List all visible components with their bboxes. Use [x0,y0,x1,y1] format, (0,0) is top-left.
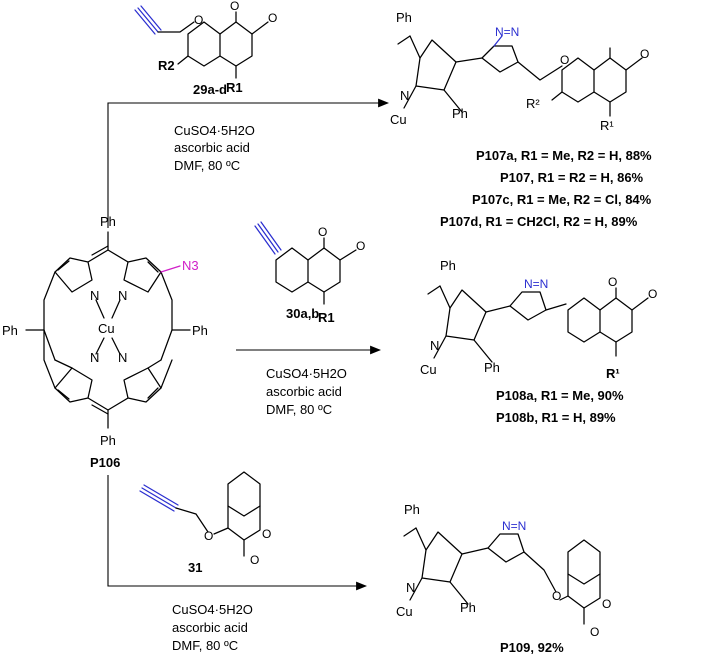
p106-n2: N [118,288,127,303]
p108-cu: Cu [420,362,437,377]
p107-entry-4: P107d, R1 = CH2Cl, R2 = H, 89% [440,214,638,229]
cond3-line3: DMF, 80 ºC [172,638,238,653]
reagent-31-structure [139,471,261,557]
p107-r1: R¹ [600,118,614,133]
reagent-30-structure [254,221,357,305]
p109-o2: O [602,597,611,611]
cond1-line1: CuSO4·5H2O [174,123,255,138]
reagent-29-r2: R2 [158,58,175,73]
p106-azide: N3 [182,258,199,273]
p108-entry-2: P108b, R1 = H, 89% [496,410,616,425]
reagent-29-o2: O [230,0,239,13]
porphyrin-p106 [25,231,191,429]
reagent-31-o1: O [204,529,213,543]
reagent-29-o1: O [194,13,203,27]
arrow-to-p107 [107,98,390,228]
reagent-29-o3: O [268,11,277,25]
p106-ph-bottom: Ph [100,433,116,448]
p109-n: N [406,580,415,595]
reagent-31-o3: O [250,553,259,567]
reagent-30-r1: R1 [318,310,335,325]
p108-o2: O [648,287,657,301]
p109-o3: O [590,625,599,639]
reagent-31-label: 31 [188,560,202,575]
p106-ph-left: Ph [2,323,18,338]
p108-triazole-n: N=N [524,277,548,291]
p107-entry-1: P107a, R1 = Me, R2 = H, 88% [476,148,652,163]
reagent-30-o2: O [356,239,365,253]
p107-triazole-n: N=N [495,25,519,39]
p109-entry: P109, 92% [500,640,564,655]
reagent-30-o1: O [318,225,327,239]
product-p107-structure [397,35,643,117]
p107-entry-3: P107c, R1 = Me, R2 = Cl, 84% [472,192,652,207]
product-p108-structure [427,285,649,363]
p107-ph1: Ph [396,10,412,25]
p107-ph2: Ph [452,106,468,121]
p108-ph2: Ph [484,360,500,375]
p107-o2: O [640,47,649,61]
p109-ph2: Ph [460,600,476,615]
cond1-line3: DMF, 80 ºC [174,158,240,173]
p107-entry-2: P107, R1 = R2 = H, 86% [500,170,644,185]
arrow-to-p109 [107,475,368,591]
reagent-30-label: 30a,b [286,306,319,321]
reagent-29-r1: R1 [226,80,243,95]
cond1-line2: ascorbic acid [174,140,250,155]
cond2-line1: CuSO4·5H2O [266,366,347,381]
cond2-line3: DMF, 80 ºC [266,402,332,417]
p108-ph1: Ph [440,258,456,273]
reagent-29-structure [134,5,269,79]
p106-n4: N [118,350,127,365]
p108-r1: R¹ [606,366,620,381]
p107-o: O [560,53,569,67]
p109-triazole-n: N=N [502,519,526,533]
p107-r2: R² [526,96,540,111]
p106-n1: N [90,288,99,303]
p108-o1: O [608,275,617,289]
p108-entry-1: P108a, R1 = Me, 90% [496,388,624,403]
p109-cu: Cu [396,604,413,619]
p106-label: P106 [90,455,120,470]
product-p109-structure [403,527,601,625]
p106-n3: N [90,350,99,365]
p106-cu: Cu [98,321,115,336]
cond2-line2: ascorbic acid [266,384,342,399]
reagent-31-o2: O [262,527,271,541]
cond3-line2: ascorbic acid [172,620,248,635]
p108-n: N [430,338,439,353]
p107-n: N [400,88,409,103]
p109-o1: O [552,589,561,603]
p107-cu: Cu [390,112,407,127]
reagent-29-label: 29a-d [193,82,227,97]
p106-ph-right: Ph [192,323,208,338]
cond3-line1: CuSO4·5H2O [172,602,253,617]
p109-ph1: Ph [404,502,420,517]
